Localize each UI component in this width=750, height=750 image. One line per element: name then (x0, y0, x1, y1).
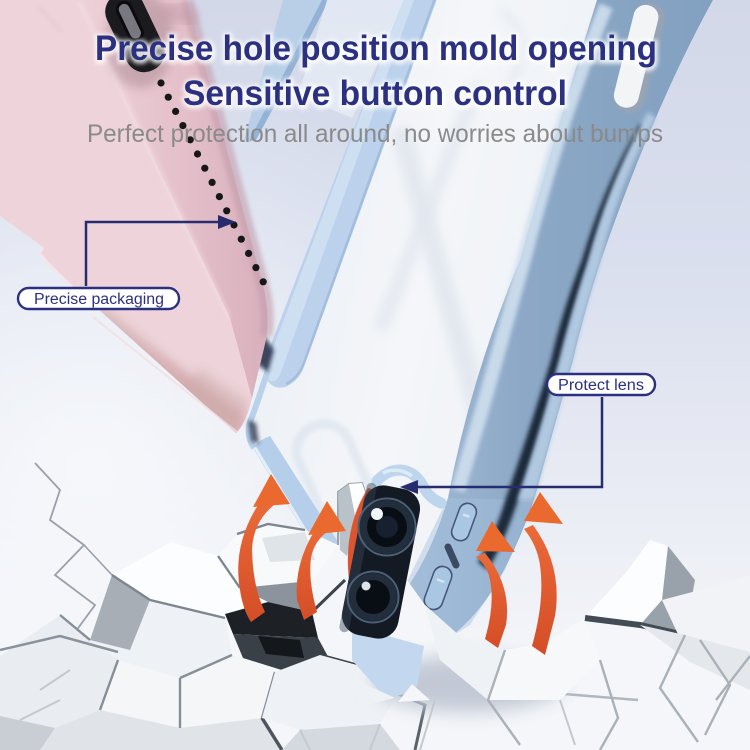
svg-text:Sensitive button control: Sensitive button control (183, 74, 567, 113)
svg-text:Precise hole position mold ope: Precise hole position mold opening (95, 29, 657, 68)
svg-text:Protect lens: Protect lens (558, 377, 644, 394)
svg-text:Perfect protection all around,: Perfect protection all around, no worrie… (87, 120, 663, 148)
svg-text:Precise hole position mold ope: Precise hole position mold opening (96, 30, 658, 69)
svg-text:Precise packaging: Precise packaging (34, 291, 164, 308)
svg-text:Sensitive button control: Sensitive button control (184, 75, 568, 114)
